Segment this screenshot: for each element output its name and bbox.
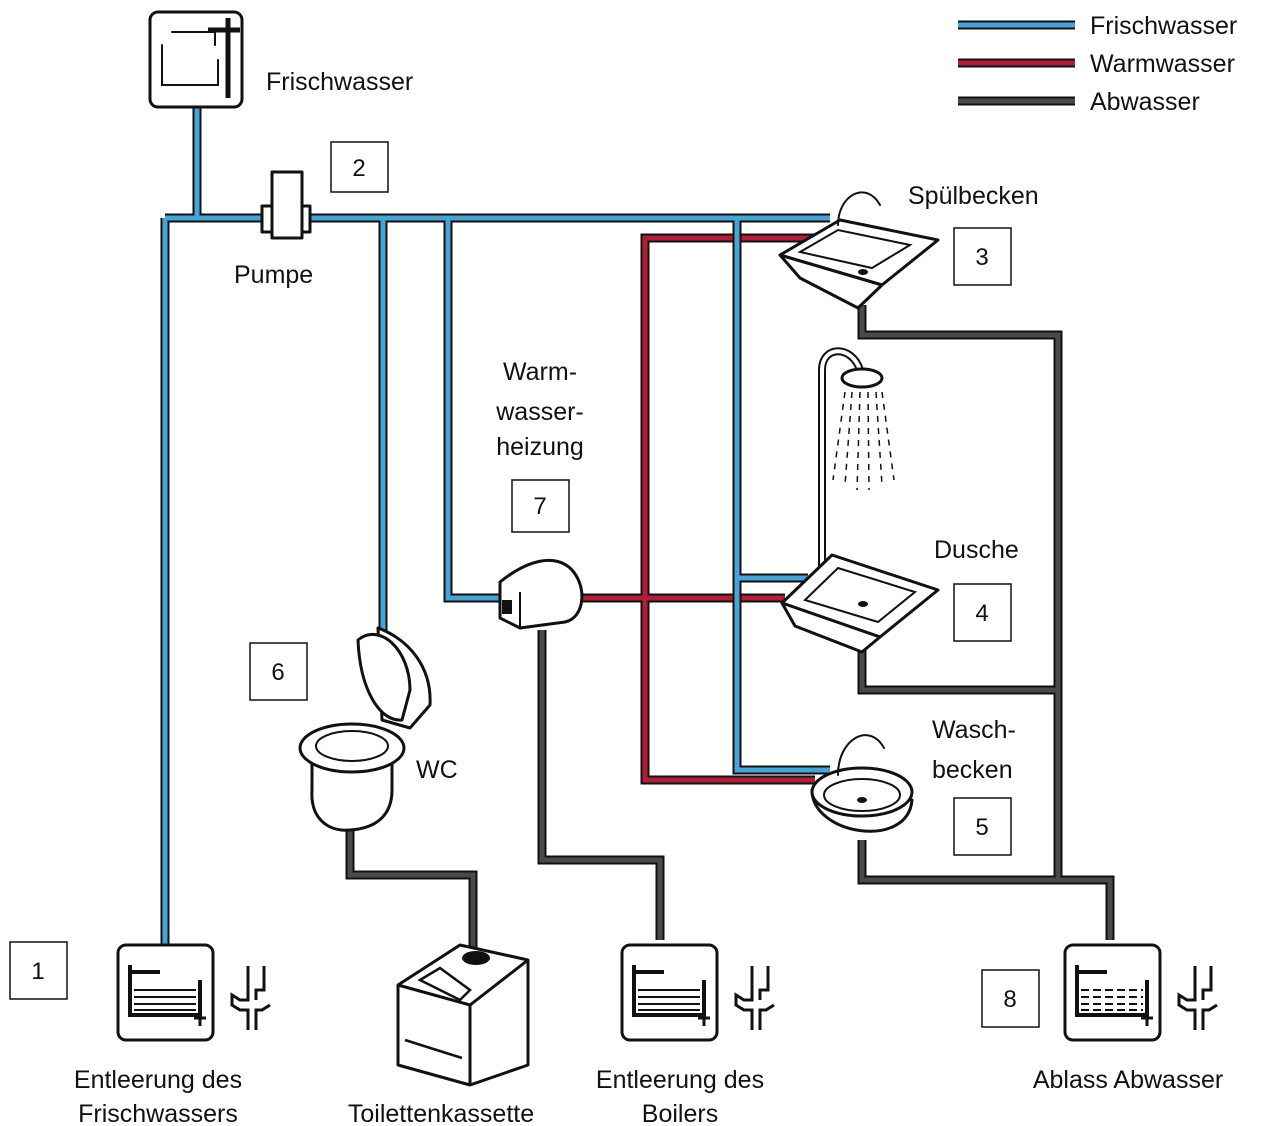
tank-drain-icon bbox=[1063, 943, 1162, 1042]
faucet-tank-icon bbox=[148, 10, 244, 109]
number-box-8 bbox=[981, 969, 1040, 1028]
drain-waste-label: Ablass Abwasser bbox=[1033, 1066, 1223, 1094]
number-7: 7 bbox=[533, 493, 546, 520]
legend-warm-label: Warmwasser bbox=[1090, 50, 1235, 78]
cassette-label: Toilettenkassette bbox=[348, 1100, 534, 1126]
number-box-4 bbox=[953, 583, 1012, 642]
number-5: 5 bbox=[975, 814, 988, 841]
basin-label-1: Wasch- bbox=[932, 716, 1016, 744]
drain-valve-icon bbox=[1177, 966, 1218, 1030]
drain-boiler-label-1: Entleerung des bbox=[596, 1066, 764, 1094]
number-4: 4 bbox=[975, 600, 988, 627]
drain-fresh-label-1: Entleerung des bbox=[74, 1066, 242, 1094]
legend-fresh: Frischwasser bbox=[958, 12, 1237, 40]
legend: Frischwasser Warmwasser Abwasser bbox=[958, 12, 1237, 116]
heater-label-2: wasser- bbox=[495, 398, 584, 426]
shower-head-icon bbox=[818, 347, 895, 570]
number-1: 1 bbox=[31, 958, 44, 985]
warm-pipes bbox=[578, 233, 820, 785]
water-heater-icon bbox=[498, 558, 584, 630]
fresh-pipes bbox=[160, 105, 830, 950]
number-2: 2 bbox=[352, 155, 365, 182]
shower-label: Dusche bbox=[934, 536, 1019, 564]
drain-valve-icon bbox=[734, 966, 775, 1030]
legend-warm: Warmwasser bbox=[958, 50, 1235, 78]
number-box-5 bbox=[953, 797, 1012, 856]
number-8: 8 bbox=[1003, 986, 1016, 1013]
drain-valve-icon bbox=[230, 966, 271, 1030]
number-3: 3 bbox=[975, 244, 988, 271]
pump-icon bbox=[260, 170, 312, 240]
number-box-2 bbox=[330, 141, 389, 193]
drain-fresh-label-2: Frischwassers bbox=[78, 1100, 238, 1126]
sink-label: Spülbecken bbox=[908, 182, 1039, 210]
legend-waste: Abwasser bbox=[958, 88, 1200, 116]
heater-label-3: heizung bbox=[496, 433, 584, 461]
number-box-3 bbox=[953, 227, 1012, 286]
heater-label-1: Warm- bbox=[503, 358, 577, 386]
kitchen-sink-icon bbox=[778, 191, 940, 310]
waste-pipes bbox=[345, 305, 1115, 950]
toilet-cassette-icon bbox=[396, 943, 530, 1087]
tank-drain-icon bbox=[116, 943, 215, 1042]
fresh-tank-label: Frischwasser bbox=[266, 68, 413, 96]
shower-tray-icon bbox=[780, 553, 940, 654]
wc-label: WC bbox=[416, 756, 458, 784]
drain-boiler-label-2: Boilers bbox=[642, 1100, 718, 1126]
number-box-7 bbox=[511, 479, 570, 533]
pump-label: Pumpe bbox=[234, 261, 313, 289]
number-box-6 bbox=[249, 642, 308, 701]
legend-fresh-label: Frischwasser bbox=[1090, 12, 1237, 40]
number-6: 6 bbox=[271, 659, 284, 686]
legend-waste-label: Abwasser bbox=[1090, 88, 1200, 116]
basin-label-2: becken bbox=[932, 756, 1013, 784]
wash-basin-icon bbox=[810, 734, 914, 833]
tank-drain-icon bbox=[620, 943, 719, 1042]
number-box-1 bbox=[9, 941, 68, 1000]
toilet-icon bbox=[298, 626, 432, 832]
